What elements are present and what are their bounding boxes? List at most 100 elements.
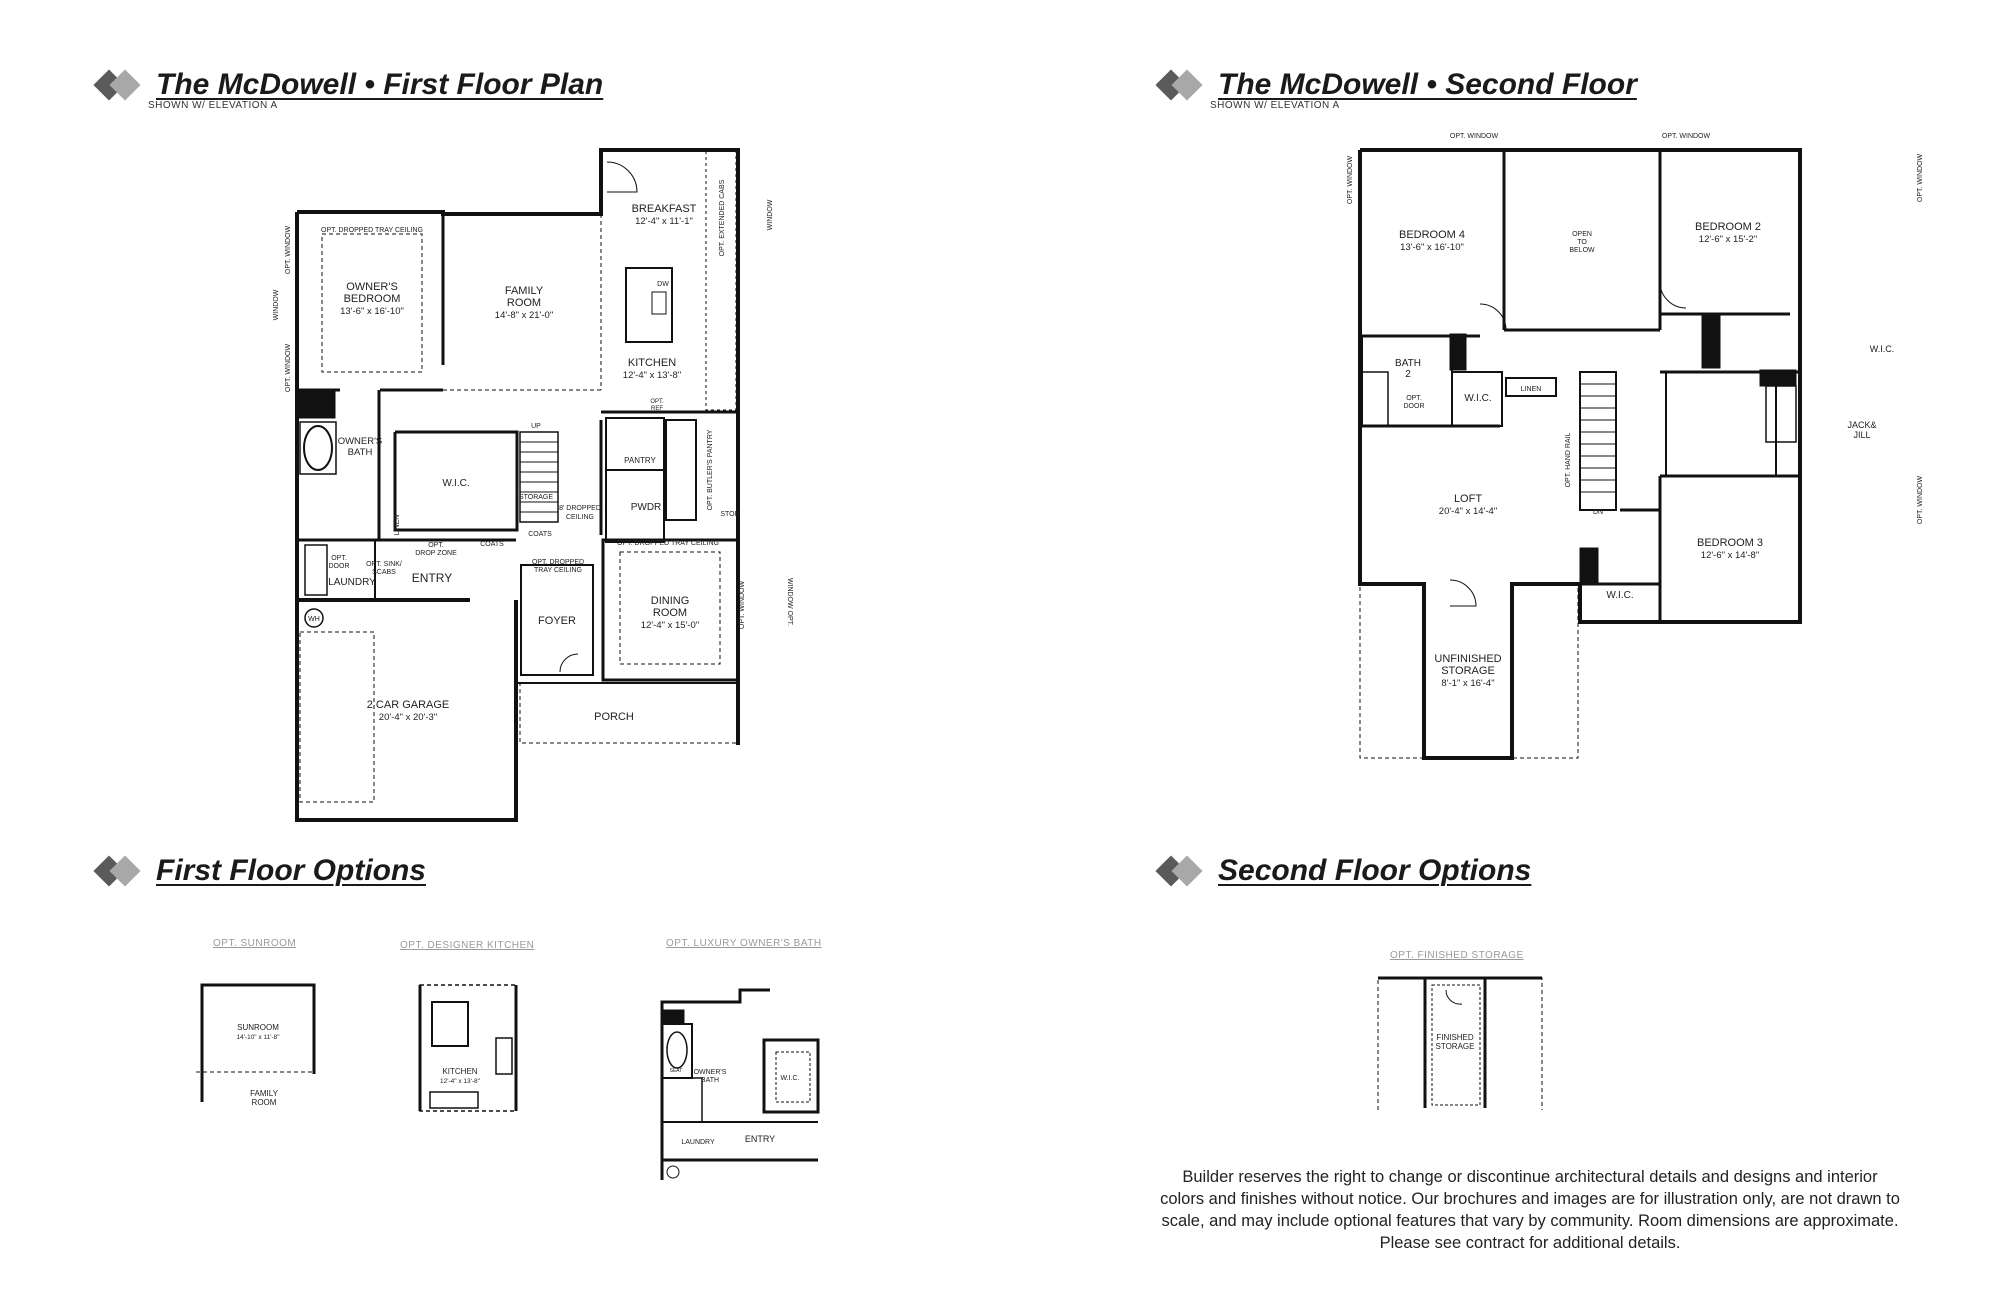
first-floor-heading: The McDowell • First Floor Plan SHOWN W/… (93, 68, 604, 111)
builder-disclaimer: Builder reserves the right to change or … (1160, 1168, 1900, 1252)
svg-text:BEDROOM: BEDROOM (344, 293, 401, 305)
svg-text:ROOM: ROOM (507, 297, 541, 309)
svg-text:DOOR: DOOR (1404, 403, 1425, 410)
window-label: WINDOW (767, 199, 774, 230)
first-options-heading: First Floor Options (93, 854, 426, 888)
svg-text:BATH: BATH (348, 447, 373, 458)
opt-extended-cabs-label: OPT. EXTENDED CABS (719, 179, 726, 256)
finished-storage-label: FINISHED (1436, 1033, 1474, 1042)
dining-room-label: DINING (651, 595, 690, 607)
owners-bath-label: OWNER'S (338, 436, 383, 447)
svg-text:SCABS: SCABS (372, 569, 396, 576)
second-options-title: Second Floor Options (1218, 854, 1532, 887)
opt-window-label: OPT. WINDOW (1917, 153, 1924, 202)
first-floor-title: The McDowell • First Floor Plan (156, 68, 604, 101)
svg-text:TO: TO (1577, 239, 1587, 246)
family-room-label: FAMILY (505, 285, 544, 297)
water-heater-label: WH (308, 616, 320, 623)
wic-label: W.I.C. (780, 1075, 799, 1082)
dishwasher-label: DW (657, 281, 669, 288)
laundry-label: LAUNDRY (681, 1139, 715, 1146)
coats-label: COATS (480, 541, 504, 548)
foyer-label: FOYER (538, 615, 576, 627)
svg-text:8'-1" x 16'-4": 8'-1" x 16'-4" (1441, 678, 1494, 689)
loft-label: LOFT (1454, 493, 1482, 505)
family-room-label: FAMILY (250, 1089, 279, 1098)
opt-window-label: OPT. WINDOW (1450, 133, 1499, 140)
svg-text:20'-4" x 14'-4": 20'-4" x 14'-4" (1439, 506, 1497, 517)
closet-fill (1449, 333, 1467, 371)
butlers-pantry-label: OPT. BUTLER'S PANTRY (707, 429, 714, 510)
closet-fill (1759, 369, 1797, 387)
opt-tray-ceiling-label: OPT. DROPPED TRAY CEILING (321, 227, 423, 234)
open-to-below-label: OPEN (1572, 231, 1592, 238)
opt-luxury-bath-label: OPT. LUXURY OWNER'S BATH (666, 938, 822, 949)
water-heater (304, 608, 324, 628)
svg-text:2: 2 (1405, 369, 1411, 380)
entry-label: ENTRY (412, 571, 452, 585)
svg-text:20'-4" x 20'-3": 20'-4" x 20'-3" (379, 712, 437, 723)
opt-door-label: OPT. (331, 555, 347, 562)
opt-window-label: OPT. WINDOW (739, 580, 746, 629)
opt-designer-kitchen-label: OPT. DESIGNER KITCHEN (400, 940, 535, 951)
sunroom-option-plan (200, 983, 316, 1102)
window-label: WINDOW (273, 289, 280, 320)
porch-label: PORCH (594, 711, 634, 723)
storage-label: STORAGE (519, 494, 553, 501)
opt-window-label: OPT. WINDOW (1662, 133, 1711, 140)
kitchen-label: KITCHEN (442, 1067, 477, 1076)
opt-handrail-label: OPT. HAND RAIL (1565, 432, 1572, 487)
svg-text:12'-6" x 15'-2": 12'-6" x 15'-2" (1699, 234, 1757, 245)
closet-fill (296, 389, 336, 419)
svg-text:12'-4" x 13'-8": 12'-4" x 13'-8" (623, 370, 681, 381)
svg-text:13'-6" x 16'-10": 13'-6" x 16'-10" (340, 306, 404, 317)
unfinished-storage-label: UNFINISHED (1434, 653, 1501, 665)
jack-and-jill-label: JACK& (1847, 420, 1876, 430)
opt-window-label: OPT. WINDOW (285, 225, 292, 274)
kitchen-label: KITCHEN (628, 357, 676, 369)
svg-text:CEILING: CEILING (566, 514, 594, 521)
svg-text:ROOM: ROOM (252, 1098, 277, 1107)
opt-tray-dining-label: OPT. DROPPED TRAY CEILING (617, 540, 719, 547)
laundry-label: LAUNDRY (328, 577, 376, 588)
kitchen-island (625, 267, 673, 343)
closet-fill (1701, 313, 1721, 369)
opt-drop-zone-label: OPT. (428, 542, 444, 549)
svg-text:13'-6" x 16'-10": 13'-6" x 16'-10" (1400, 242, 1464, 253)
svg-text:DOOR: DOOR (329, 563, 350, 570)
opt-window-label: OPT. WINDOW (1347, 155, 1354, 204)
powder-room-label: PWDR (631, 502, 662, 513)
owners-bath-label: OWNER'S (694, 1069, 727, 1076)
svg-text:BATH: BATH (701, 1077, 719, 1084)
svg-text:TRAY CEILING: TRAY CEILING (534, 567, 582, 574)
dropped-ceiling-label: 8' DROPPED (559, 505, 601, 512)
linen-label: LINEN (394, 515, 401, 536)
svg-text:JILL: JILL (1853, 430, 1870, 440)
stairs-down-label: DN (1593, 509, 1603, 516)
wic-label: W.I.C. (1606, 590, 1633, 601)
coats-label: COATS (528, 531, 552, 538)
svg-text:DROP ZONE: DROP ZONE (415, 550, 457, 557)
svg-text:STORAGE: STORAGE (1441, 665, 1495, 677)
opt-window-label: OPT. WINDOW (285, 343, 292, 392)
first-options-title: First Floor Options (156, 854, 426, 887)
bedroom-2-label: BEDROOM 2 (1695, 221, 1761, 233)
opt-ref-label: OPT. (650, 399, 664, 405)
svg-text:BELOW: BELOW (1569, 247, 1595, 254)
second-floor-heading: The McDowell • Second Floor SHOWN W/ ELE… (1155, 68, 1637, 111)
bedroom-4-label: BEDROOM 4 (1399, 229, 1465, 241)
svg-text:14'-8" x 21'-0": 14'-8" x 21'-0" (495, 310, 553, 321)
svg-text:12'-6" x 14'-8": 12'-6" x 14'-8" (1701, 550, 1759, 561)
opt-sink-label: OPT. SINK/ (366, 561, 402, 568)
opt-finished-storage-label: OPT. FINISHED STORAGE (1390, 950, 1524, 961)
stairs-up-label: UP (531, 423, 541, 430)
svg-text:STORAGE: STORAGE (1436, 1042, 1475, 1051)
svg-text:12'-4" x 15'-0": 12'-4" x 15'-0" (641, 620, 699, 631)
svg-text:12'-4" x 13'-8": 12'-4" x 13'-8" (440, 1078, 481, 1085)
svg-text:12'-4" x 11'-1": 12'-4" x 11'-1" (635, 216, 693, 227)
opt-sunroom-label: OPT. SUNROOM (213, 938, 297, 949)
first-floor-subtitle: SHOWN W/ ELEVATION A (148, 100, 278, 111)
